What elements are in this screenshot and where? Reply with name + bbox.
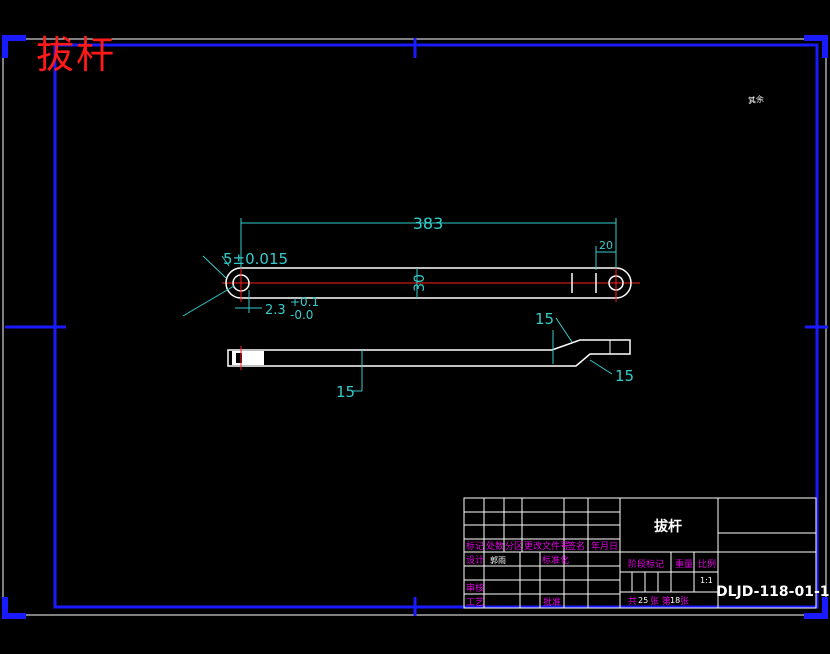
corner-mark-tr xyxy=(804,35,828,58)
tb-label-signature: 签名 xyxy=(567,540,585,552)
dim-20: 20 xyxy=(599,239,613,252)
tb-label-zone: 分区 xyxy=(505,541,523,552)
corner-mark-bl xyxy=(2,597,26,619)
dim-15-bottom: 15 xyxy=(336,383,355,401)
tb-part-name: 拔杆 xyxy=(654,518,682,535)
tb-sheet-total: 25 xyxy=(638,596,648,605)
tb-label-design: 设计 xyxy=(466,554,484,566)
tb-drawing-number: DLJD-118-01-18 xyxy=(716,584,830,600)
title-block xyxy=(463,497,817,609)
inner-border xyxy=(53,43,819,609)
dim-leader-15-top xyxy=(555,317,573,343)
tb-label-process: 工艺 xyxy=(466,597,484,608)
tb-label-count: 处数 xyxy=(486,540,504,552)
dim-15-top: 15 xyxy=(535,310,554,328)
tb-label-change-doc: 更改文件号 xyxy=(524,540,569,552)
tb-designer: 郭雨 xyxy=(490,555,506,565)
side-view: 15 15 15 xyxy=(227,310,634,401)
top-view: 383 20 30 5±0.015 2.3 +0.1 -0.0 xyxy=(182,214,640,322)
dim-offset-tol-upper: +0.1 xyxy=(290,295,319,309)
tb-sheet-no: 18 xyxy=(670,596,680,605)
leader-hole-tol xyxy=(221,255,230,267)
tb-label-sheets-of: 张 第 xyxy=(650,595,671,607)
corner-mark-br xyxy=(804,597,828,619)
dim-hole-tol: 5±0.015 xyxy=(223,250,288,268)
tb-scale: 1:1 xyxy=(700,576,713,585)
tech-note: 其余 xyxy=(747,94,764,106)
dim-15-right: 15 xyxy=(615,367,634,385)
side-hatch-gap xyxy=(236,353,242,363)
dim-leader-15-right xyxy=(589,359,613,375)
tb-label-standardize: 标准化 xyxy=(542,554,569,566)
tb-label-stage-mark: 阶段标记 xyxy=(628,558,664,570)
tb-label-date: 年月日 xyxy=(591,540,618,552)
tb-label-weight: 重量 xyxy=(675,558,693,570)
note-leader-left-2 xyxy=(202,255,227,279)
outer-frame xyxy=(2,38,827,616)
dim-offset-base: 2.3 xyxy=(265,303,286,318)
tb-label-review: 审核 xyxy=(466,582,484,594)
red-title: 拔杆 xyxy=(36,33,117,77)
dim-383: 383 xyxy=(413,214,444,233)
tb-label-mark: 标记 xyxy=(466,540,484,552)
note-leader-left xyxy=(182,285,235,317)
tb-label-sheets-suffix: 张 xyxy=(680,596,689,607)
tb-label-approve: 批准 xyxy=(543,596,561,608)
dim-offset-tol-lower: -0.0 xyxy=(290,308,313,322)
tb-label-ratio: 比例 xyxy=(698,558,716,570)
tb-label-sheets-total: 共 xyxy=(628,596,637,607)
corner-mark-tl xyxy=(2,35,26,58)
side-outline xyxy=(227,339,631,367)
dim-30: 30 xyxy=(412,274,428,292)
